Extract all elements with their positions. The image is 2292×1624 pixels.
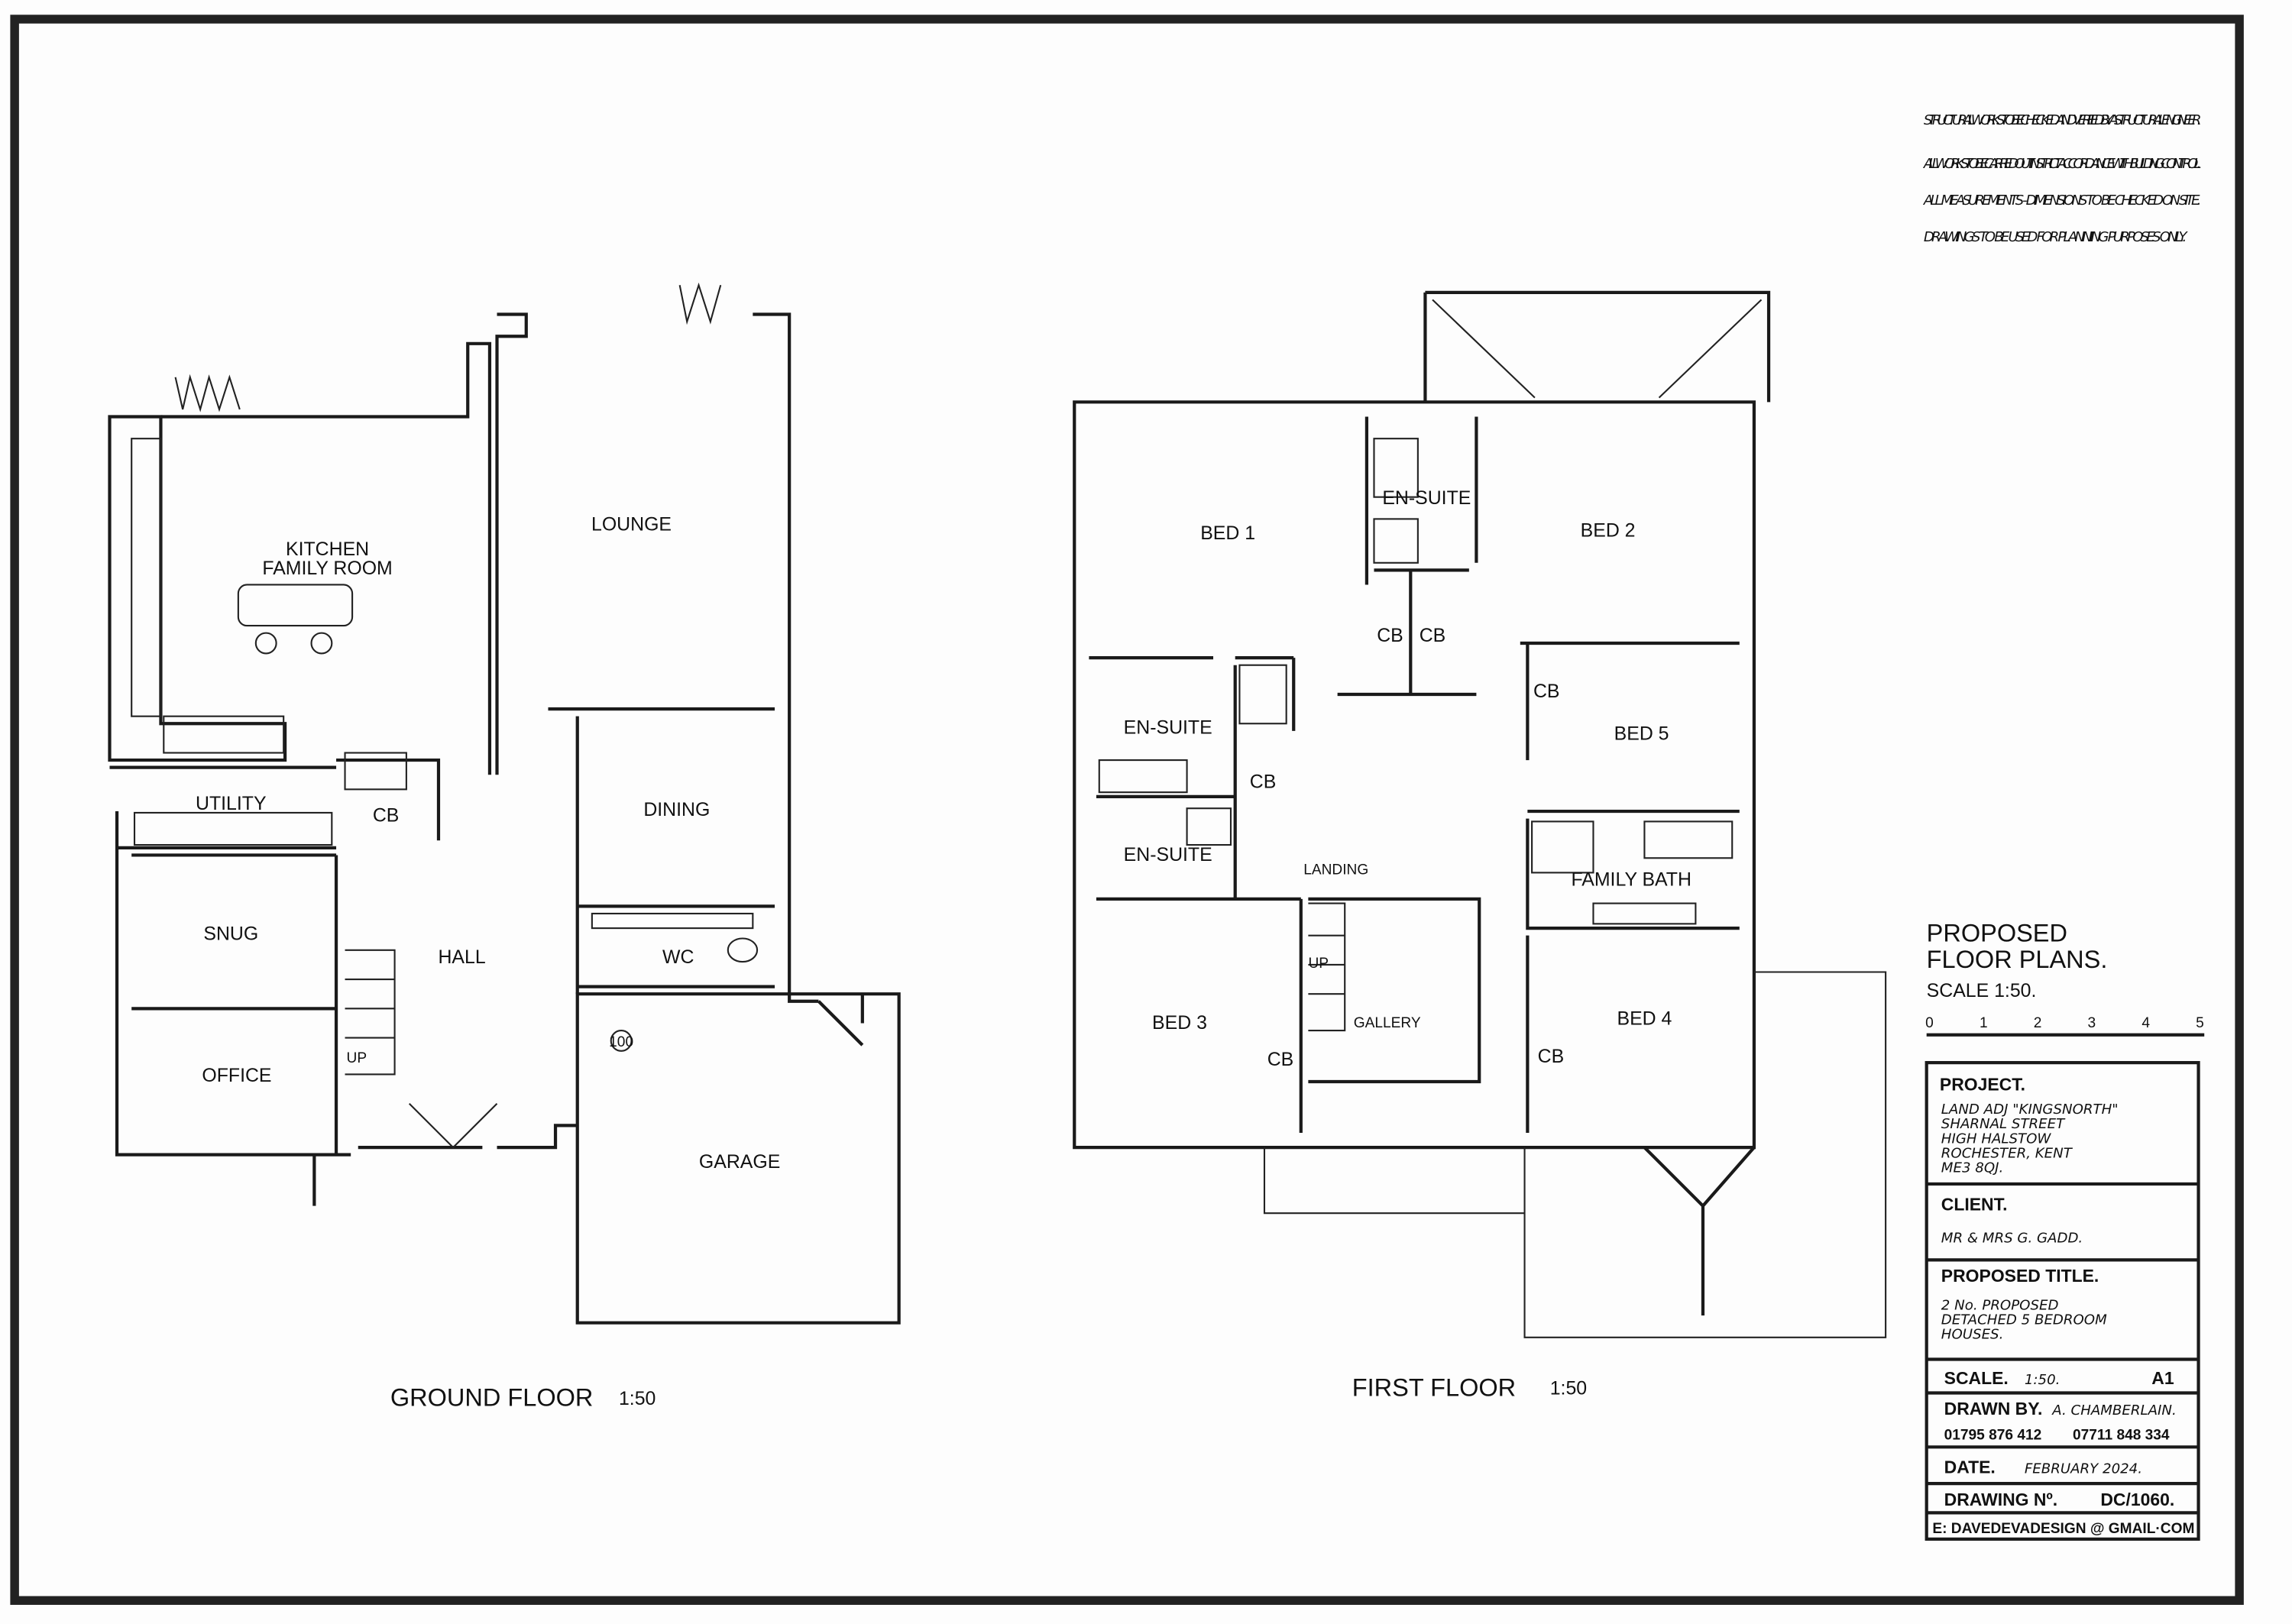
first-floor-plan: BED 1 EN-SUITE BED 2 CB CB CB BED 5 EN-S…: [1073, 290, 1887, 1401]
room-label-ensuite-main: EN-SUITE: [1382, 487, 1471, 509]
client-label: CLIENT.: [1941, 1194, 2008, 1214]
phone-2: 07711 848 334: [2073, 1428, 2170, 1444]
date-label: DATE.: [1944, 1457, 1996, 1477]
ground-floor-scale: 1:50: [619, 1388, 656, 1409]
stair-up-label-first: UP: [1308, 956, 1329, 972]
cylinder-label: 100: [609, 1034, 633, 1050]
sheet-heading: PROPOSED FLOOR PLANS. SCALE 1:50. 0 1 2 …: [1925, 919, 2205, 1037]
room-label-dining: DINING: [643, 799, 710, 820]
date-value: FEBRUARY 2024.: [2025, 1461, 2142, 1477]
room-label-gallery: GALLERY: [1354, 1015, 1421, 1031]
ground-floor-title: GROUND FLOOR: [390, 1384, 594, 1412]
phone-1: 01795 876 412: [1944, 1428, 2042, 1444]
title-block: PROJECT. LAND ADJ "KINGSNORTH" SHARNAL S…: [1925, 1061, 2200, 1541]
scale-bar: 0 1 2 3 4 5: [1925, 1015, 2205, 1037]
room-label-wc: WC: [662, 946, 694, 968]
scale-tick-0: 0: [1925, 1015, 1934, 1031]
project-line-4: ROCHESTER, KENT: [1941, 1145, 2073, 1161]
note-3: ALL MEASUREMENTS - DIMENSIONS TO BE CHEC…: [1923, 192, 2202, 209]
first-floor-scale: 1:50: [1550, 1377, 1587, 1399]
project-line-5: ME3 8QJ.: [1941, 1160, 2003, 1176]
project-line-3: HIGH HALSTOW: [1941, 1131, 2052, 1147]
room-label-cb: CB: [373, 804, 400, 826]
drawn-by-label: DRAWN BY.: [1944, 1399, 2043, 1419]
room-label-lounge: LOUNGE: [591, 514, 672, 535]
proposed-title-line-3: HOUSES.: [1941, 1327, 2004, 1343]
scale-tick-1: 1: [1980, 1015, 1988, 1031]
proposed-title-label: PROPOSED TITLE.: [1941, 1266, 2099, 1286]
sheet-size: A1: [2151, 1368, 2174, 1388]
room-label-snug: SNUG: [203, 923, 258, 944]
room-label-bed1: BED 1: [1200, 522, 1255, 544]
cupboard-label-2: CB: [1420, 625, 1446, 646]
scale-field-value: 1:50.: [2025, 1372, 2061, 1388]
room-label-ensuite-a: EN-SUITE: [1124, 717, 1212, 739]
cupboard-label-1: CB: [1377, 625, 1403, 646]
room-label-bed2: BED 2: [1581, 519, 1636, 541]
drawn-by-name: A. CHAMBERLAIN.: [2051, 1402, 2177, 1419]
project-label: PROJECT.: [1940, 1074, 2025, 1094]
room-label-bed5: BED 5: [1614, 723, 1669, 744]
room-label-garage: GARAGE: [699, 1151, 780, 1173]
ground-floor-plan: KITCHEN FAMILY ROOM LOUNGE UTILITY CB DI…: [108, 282, 901, 1412]
room-label-hall: HALL: [438, 946, 485, 968]
scale-tick-3: 3: [2088, 1015, 2096, 1031]
client-name: MR & MRS G. GADD.: [1941, 1230, 2083, 1246]
room-label-utility: UTILITY: [196, 793, 267, 814]
first-floor-title: FIRST FLOOR: [1352, 1373, 1516, 1401]
cupboard-label-bed5: CB: [1533, 681, 1560, 702]
proposed-title-line-2: DETACHED 5 BEDROOM: [1941, 1312, 2107, 1328]
scale-tick-5: 5: [2196, 1015, 2204, 1031]
room-label-family-room: FAMILY ROOM: [262, 558, 392, 579]
scale-label: SCALE 1:50.: [1927, 980, 2037, 1001]
cupboard-label-landing: CB: [1250, 771, 1277, 792]
room-label-landing: LANDING: [1303, 862, 1368, 878]
email: E: DAVEDEVADESIGN @ GMAIL·COM: [1932, 1521, 2194, 1537]
heading-line-2: FLOOR PLANS.: [1927, 946, 2108, 973]
drawing-no-value: DC/1060.: [2100, 1490, 2174, 1509]
scale-field-label: SCALE.: [1944, 1368, 2009, 1388]
stair-up-label: UP: [347, 1050, 367, 1066]
note-2: ALL WORKS TO BE CARRIED OUT IN STRICT AC…: [1923, 156, 2202, 172]
project-line-2: SHARNAL STREET: [1941, 1116, 2066, 1132]
room-label-bed3: BED 3: [1152, 1012, 1207, 1034]
drawing-no-label: DRAWING Nº.: [1944, 1490, 2058, 1509]
sheet-border: [10, 15, 2244, 1605]
room-label-kitchen: KITCHEN: [286, 539, 369, 560]
project-line-1: LAND ADJ "KINGSNORTH": [1941, 1102, 2119, 1118]
note-1: STRUCTURAL WORKS TO BE CHECKED AND VERIF…: [1924, 112, 2202, 128]
cupboard-label-bed3: CB: [1267, 1049, 1294, 1070]
room-label-office: OFFICE: [202, 1065, 271, 1086]
heading-line-1: PROPOSED: [1927, 919, 2067, 946]
cupboard-label-bed4: CB: [1538, 1046, 1565, 1067]
scale-tick-2: 2: [2034, 1015, 2042, 1031]
scale-tick-4: 4: [2141, 1015, 2150, 1031]
room-label-family-bath: FAMILY BATH: [1571, 869, 1691, 891]
note-4: DRAWINGS TO BE USED FOR PLANNING PURPOSE…: [1924, 229, 2189, 245]
general-notes: STRUCTURAL WORKS TO BE CHECKED AND VERIF…: [1923, 112, 2202, 245]
proposed-title-line-1: 2 No. PROPOSED: [1941, 1297, 2059, 1313]
room-label-ensuite-b: EN-SUITE: [1124, 844, 1212, 865]
room-label-bed4: BED 4: [1617, 1008, 1672, 1029]
